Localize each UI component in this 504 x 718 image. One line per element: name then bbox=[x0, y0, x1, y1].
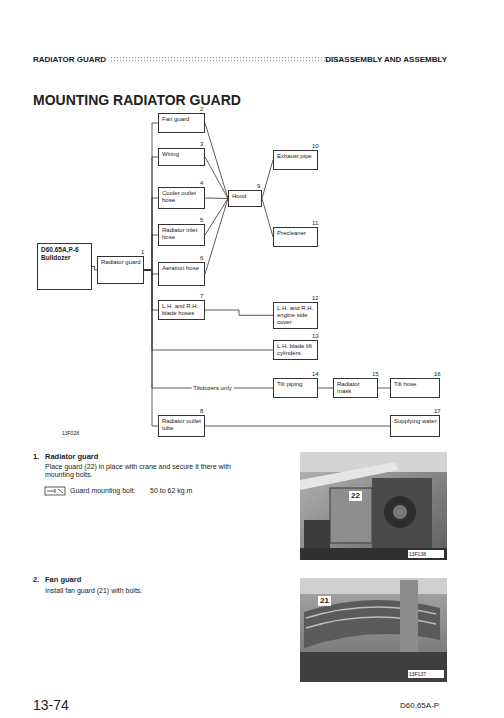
photo-callout: 21 bbox=[318, 596, 331, 606]
box-text: Radiator guard bbox=[101, 259, 141, 266]
connector-line bbox=[205, 199, 228, 275]
part-box: L.H. and R.H. engine side cover bbox=[273, 302, 318, 329]
box-text: Supplying water bbox=[394, 418, 437, 425]
photo-fan-guard bbox=[300, 578, 447, 682]
connector-line bbox=[205, 198, 228, 200]
part-box: Exhaust pipe bbox=[273, 150, 318, 170]
part-box: Supplying water bbox=[390, 415, 440, 437]
part-box: Tilt hose bbox=[390, 378, 440, 398]
box-text: Radiator outlet tube bbox=[162, 418, 202, 432]
connector-line bbox=[262, 199, 273, 238]
figure-code: 13F028 bbox=[62, 430, 79, 436]
part-box: Radiator mask bbox=[333, 378, 378, 398]
step-number: 1. bbox=[33, 452, 39, 461]
box-text: Exhaust pipe bbox=[277, 153, 315, 160]
part-box: L.H. blade lift cylinders bbox=[273, 340, 318, 360]
box-text: L.H. blade lift cylinders bbox=[277, 343, 315, 357]
box-text: Cooler outlet hose bbox=[162, 190, 202, 204]
connector-line bbox=[144, 123, 158, 270]
part-box: Cooler outlet hose bbox=[158, 187, 205, 209]
callout-number: 4 bbox=[200, 180, 203, 187]
machine-box: D60.65A,P-6 Bulldozer bbox=[37, 243, 92, 290]
connector-line bbox=[378, 388, 390, 389]
callout-number: 2 bbox=[200, 106, 203, 113]
callout-number: 12 bbox=[312, 295, 319, 302]
box-text: Wiring bbox=[162, 151, 202, 158]
connector-label: Tiltdozers only bbox=[191, 385, 233, 392]
part-box: Hood bbox=[228, 190, 262, 207]
header-text: DISASSEMBLY AND ASSEMBLY bbox=[325, 55, 447, 65]
connector-line bbox=[144, 157, 158, 270]
callout-number: 3 bbox=[200, 141, 203, 148]
connector-line bbox=[205, 426, 390, 427]
part-box: L.H. and R.H. blade hoses bbox=[158, 300, 205, 320]
torque-value: 50 to 62 kg.m bbox=[150, 487, 192, 495]
part-box: Tilt piping bbox=[273, 378, 318, 398]
part-box: Radiator guard bbox=[97, 256, 144, 284]
part-box: Radiator outlet tube bbox=[158, 415, 205, 437]
photo-code: 13F138 bbox=[409, 551, 426, 557]
torque-item: Guard mounting bolt: bbox=[70, 487, 135, 495]
step-text: Install fan guard (21) with bolts. bbox=[45, 587, 142, 595]
step-heading: Radiator guard bbox=[45, 452, 98, 461]
box-text: Radiator mask bbox=[337, 381, 375, 395]
box-text: D60.65A,P-6 Bulldozer bbox=[41, 246, 89, 262]
callout-number: 15 bbox=[372, 371, 379, 378]
connector-line bbox=[205, 123, 228, 199]
box-text: L.H. and R.H. engine side cover bbox=[277, 305, 315, 327]
box-text: Tilt piping bbox=[277, 381, 315, 388]
callout-number: 10 bbox=[312, 143, 319, 150]
torque-symbol bbox=[45, 487, 65, 495]
part-box: Radiator inlet hose bbox=[158, 224, 205, 246]
connector-line bbox=[144, 270, 158, 310]
photo-radiator-guard bbox=[300, 452, 447, 560]
model-code: D60,65A-P bbox=[400, 701, 439, 711]
connector-line bbox=[262, 160, 273, 199]
connector-line bbox=[205, 310, 273, 315]
connector-line bbox=[205, 157, 228, 199]
step-number: 2. bbox=[33, 575, 39, 584]
box-text: Precleaner bbox=[277, 230, 315, 237]
callout-number: 13 bbox=[312, 333, 319, 340]
connector-line bbox=[205, 199, 228, 236]
callout-number: 7 bbox=[200, 293, 203, 300]
connector-line bbox=[144, 270, 158, 426]
connector-line bbox=[144, 270, 158, 274]
callout-number: 6 bbox=[200, 255, 203, 262]
header-text: RADIATOR GUARD bbox=[33, 55, 106, 65]
connector-line bbox=[144, 198, 158, 270]
part-box: Aeration hose bbox=[158, 262, 205, 286]
callout-number: 9 bbox=[257, 183, 260, 190]
connector-line bbox=[144, 270, 273, 388]
photo-callout: 22 bbox=[349, 491, 362, 501]
box-text: Hood bbox=[232, 193, 259, 200]
page-number: 13-74 bbox=[33, 697, 69, 714]
part-box: Wiring bbox=[158, 148, 205, 166]
callout-number: 8 bbox=[200, 408, 203, 415]
box-text: L.H. and R.H. blade hoses bbox=[162, 303, 202, 317]
part-box: Precleaner bbox=[273, 227, 318, 247]
part-box: Fan guard bbox=[158, 113, 205, 133]
box-text: Tilt hose bbox=[394, 381, 437, 388]
callout-number: 11 bbox=[312, 220, 318, 227]
step-heading: Fan guard bbox=[45, 575, 81, 584]
callout-number: 5 bbox=[200, 217, 203, 224]
box-text: Fan guard bbox=[162, 116, 202, 123]
box-text: Aeration hose bbox=[162, 265, 202, 272]
callout-number: 14 bbox=[312, 371, 319, 378]
step-text: Place guard (22) in place with crane and… bbox=[45, 463, 260, 480]
box-text: Radiator inlet hose bbox=[162, 227, 202, 241]
connector-line bbox=[144, 235, 158, 270]
callout-number: 1 bbox=[141, 249, 144, 256]
photo-code: 13F137 bbox=[409, 671, 426, 677]
connector-line bbox=[318, 388, 333, 389]
callout-number: 16 bbox=[434, 371, 441, 378]
page-title: MOUNTING RADIATOR GUARD bbox=[33, 92, 241, 109]
callout-number: 17 bbox=[434, 408, 441, 415]
header-band bbox=[110, 57, 342, 63]
